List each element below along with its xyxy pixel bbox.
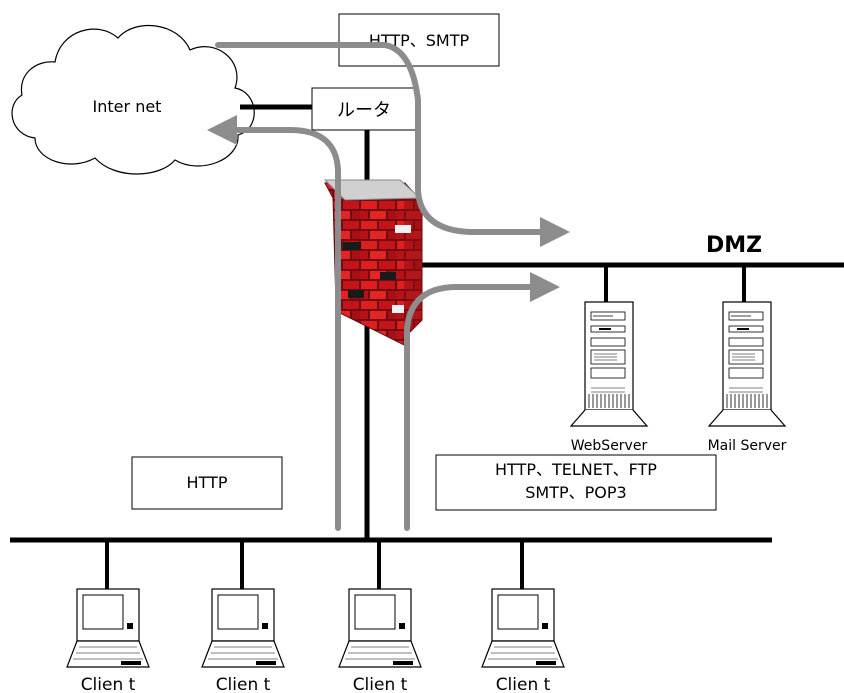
client-3-label: Clien t [353,675,408,693]
client-4-label: Clien t [496,675,551,693]
router-label: ルータ [337,100,391,121]
client-4: Clien t [481,588,565,693]
internet-label: Inter net [93,97,162,116]
client-2: Clien t [201,588,285,693]
client-1: Clien t [66,588,150,693]
flow-lan-to-internet [207,115,341,531]
traffic-flows [207,42,570,531]
flow-lan-to-dmz [404,272,560,531]
web-server: WebServer [569,301,649,454]
dmz-protocols-line2: SMTP、POP3 [525,483,626,502]
dmz-network: DMZ [420,233,844,302]
router: ルータ [240,87,418,131]
internet-cloud: Inter net [11,24,255,175]
internet-protocols-box: HTTP、SMTP [338,13,500,67]
client-1-label: Clien t [81,675,136,693]
router-box [311,87,418,131]
dmz-protocols-line1: HTTP、TELNET、FTP [495,460,657,479]
dmz-protocols-box: HTTP、TELNET、FTP SMTP、POP3 [435,454,717,511]
mail-server: Mail Server [708,301,787,454]
dmz-label: DMZ [706,233,762,258]
client-3: Clien t [338,588,422,693]
mail-server-label: Mail Server [708,438,787,454]
firewall-icon [323,179,423,346]
client-2-label: Clien t [216,675,271,693]
web-server-label: WebServer [571,438,648,454]
outbound-protocols-label: HTTP [187,473,228,492]
outbound-protocols-box: HTTP [131,456,283,510]
flow-internet-to-dmz [215,42,570,247]
